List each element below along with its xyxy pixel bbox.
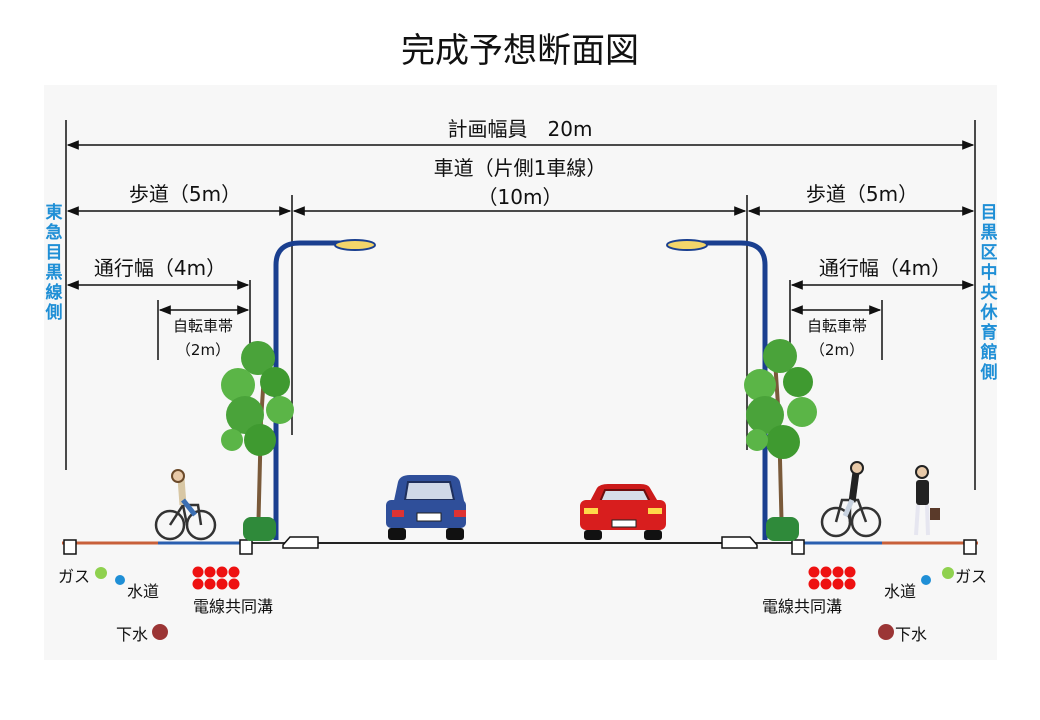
bike-width-left-label: （2m） [176,341,230,359]
roadway-width-label: （10m） [478,185,563,209]
sidewalk-left-label: 歩道（5m） [129,182,241,206]
street-lamp-right-icon [666,239,768,540]
side-label-left: 東急目黒線側 [45,202,63,323]
power-conduit-left-icon [192,566,240,590]
passage-left-label: 通行幅（4m） [94,256,226,280]
total-width-label: 計画幅員 20m [448,117,593,141]
water-right-label: 水道 [884,582,916,601]
water-left-label: 水道 [127,582,159,601]
sewer-right-label: 下水 [895,625,927,644]
page-title: 完成予想断面図 [401,31,639,71]
sidewalk-right-label: 歩道（5m） [806,182,918,206]
street-tree-right-icon [744,339,817,541]
dimension-guides [65,120,976,490]
passage-right-label: 通行幅（4m） [819,256,951,280]
pedestrian-icon [914,465,940,536]
gas-right-icon [942,567,954,579]
power-conduit-right-icon [808,566,856,590]
gas-left-label: ガス [58,567,90,586]
gas-left-icon [95,567,107,579]
car-blue-icon [386,475,466,540]
power-conduit-right-label: 電線共同溝 [762,597,842,616]
street-tree-left-icon [221,341,294,541]
bike-width-right-label: （2m） [810,341,864,359]
street-lamp-left-icon [273,239,376,540]
sewer-right-icon [878,624,894,640]
roadway-label: 車道（片側1車線） [434,156,607,180]
road-surface [62,536,978,555]
water-left-icon [115,575,125,585]
cyclist-right-icon [820,461,882,538]
water-right-icon [921,575,931,585]
power-conduit-left-label: 電線共同溝 [193,597,273,616]
cyclist-left-icon [154,469,217,541]
bike-lane-left-label: 自転車帯 [173,317,233,335]
sewer-left-label: 下水 [116,625,148,644]
bike-lane-right-label: 自転車帯 [807,317,867,335]
sewer-left-icon [152,624,168,640]
gas-right-label: ガス [955,567,987,586]
diagram-panel [44,85,997,660]
side-label-right: 目黒区中央休育館側 [980,203,999,383]
car-red-icon [580,484,666,540]
